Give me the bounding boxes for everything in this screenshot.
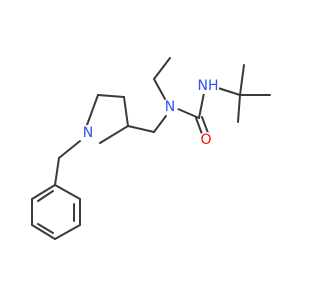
ethyl-bond xyxy=(153,78,166,100)
pyrrolidine-bond xyxy=(123,96,129,127)
atom-labels: N N NH O xyxy=(80,78,219,148)
atom-pyrrolidine-nitrogen: N xyxy=(80,125,96,141)
atom-label: N xyxy=(83,125,93,141)
benzyl-bond xyxy=(58,140,81,159)
atom-amine-nitrogen: NH xyxy=(197,78,219,94)
tbutyl-methyl-bond xyxy=(239,64,245,96)
pyrrolidine-bond xyxy=(86,94,99,126)
atom-carbonyl-oxygen: O xyxy=(198,132,214,148)
urea-bond xyxy=(198,92,205,119)
benzene-bond xyxy=(54,224,81,240)
tbutyl-bond xyxy=(217,87,241,96)
bonds xyxy=(31,57,271,240)
atom-label: N xyxy=(165,99,175,115)
benzene-bond xyxy=(54,184,81,200)
benzene-bond xyxy=(31,184,56,200)
linker-bond xyxy=(153,115,167,133)
benzene-double-bond xyxy=(37,190,54,202)
benzyl-bond xyxy=(54,157,60,186)
carbonyl-double-bond xyxy=(195,117,203,135)
atom-label: NH xyxy=(198,78,219,94)
atom-urea-nitrogen: N xyxy=(162,99,178,115)
benzene-double-bond xyxy=(37,223,54,234)
molecule-structure: N N NH O xyxy=(31,57,271,240)
benzene-bond xyxy=(31,224,56,240)
pyrrolidine-bond xyxy=(97,94,125,98)
linker-bond xyxy=(127,125,155,133)
atom-label: O xyxy=(200,132,211,148)
carbonyl-double-bond xyxy=(201,116,209,134)
amide-bond xyxy=(177,108,200,119)
tbutyl-methyl-bond xyxy=(237,94,241,123)
pyrrolidine-bond xyxy=(99,125,129,144)
ethyl-bond xyxy=(153,57,171,80)
